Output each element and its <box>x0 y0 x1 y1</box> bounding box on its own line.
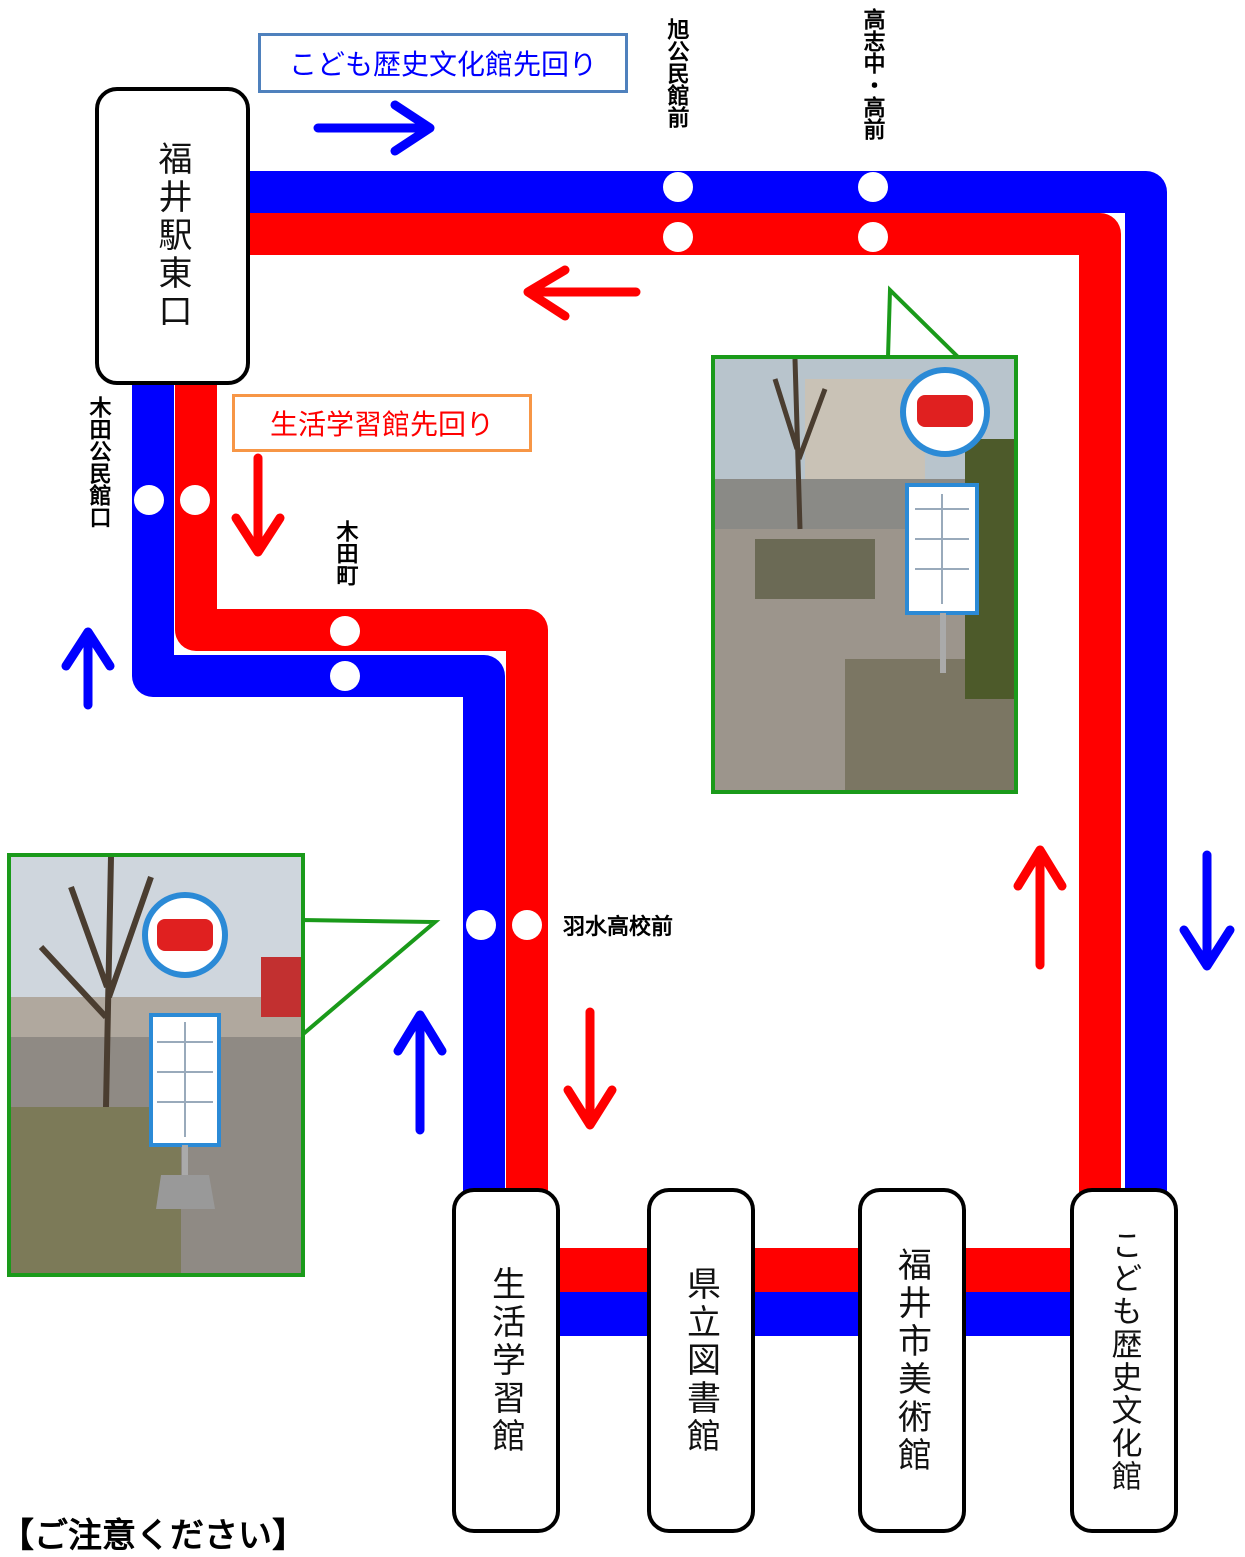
arrow-down-red-icon <box>563 1007 617 1130</box>
terminal-library-label: 県立図書館 <box>680 1265 721 1456</box>
terminal-museum-label: 福井市美術館 <box>891 1246 932 1475</box>
terminal-seikatsu-label: 生活学習館 <box>485 1265 526 1456</box>
stop-dot-hanyu-red <box>512 910 542 940</box>
legend-blue-route: こども歴史文化館先回り <box>258 33 628 93</box>
stop-dot-takashi-blue <box>858 172 888 202</box>
arrow-down-red-icon <box>231 453 285 557</box>
arrow-up-blue-icon <box>393 1010 447 1135</box>
terminal-library[interactable]: 県立図書館 <box>647 1188 755 1533</box>
bus-stop-photo-takashi <box>711 355 1018 794</box>
stop-label-takashi: 高志中・高前 <box>859 8 885 140</box>
legend-red-route-label: 生活学習館先回り <box>269 408 494 441</box>
arrow-up-blue-icon <box>61 627 115 710</box>
arrow-up-red-icon <box>1013 845 1067 970</box>
stop-dot-asahi-blue <box>663 172 693 202</box>
bus-stop-photo-hanyu <box>7 853 305 1277</box>
stop-label-kida-machi: 木田町 <box>332 520 358 586</box>
blue-route-line <box>132 171 1167 1336</box>
stop-dot-asahi-red <box>663 222 693 252</box>
stop-label-asahi: 旭公民館前 <box>663 18 689 128</box>
bus-stop-photo-image <box>715 359 1014 790</box>
stop-dot-hanyu-blue <box>466 910 496 940</box>
stop-markers <box>134 172 888 940</box>
stop-label-kida-kominkan: 木田公民館口 <box>85 396 111 528</box>
notice-heading: 【ご注意ください】 <box>0 1516 306 1556</box>
terminal-seikatsu[interactable]: 生活学習館 <box>452 1188 560 1533</box>
stop-dot-kida-kominkan-blue <box>134 485 164 515</box>
callout-pointer-right <box>885 285 963 359</box>
arrow-right-blue-icon <box>313 100 435 156</box>
stop-label-hanyu: 羽水高校前 <box>563 915 674 940</box>
legend-blue-route-label: こども歴史文化館先回り <box>288 48 597 81</box>
arrow-left-red-icon <box>523 265 641 321</box>
stop-dot-kida-machi-red <box>330 616 360 646</box>
terminal-kodomo-label: こども歴史文化館 <box>1105 1228 1142 1493</box>
stop-dot-kida-kominkan-red <box>180 485 210 515</box>
legend-red-route: 生活学習館先回り <box>232 394 532 452</box>
terminal-fukui-station[interactable]: 福井駅東口 <box>95 87 250 385</box>
stop-dot-kida-machi-blue <box>330 661 360 691</box>
arrow-down-blue-icon <box>1179 850 1235 971</box>
terminal-fukui-station-label: 福井駅東口 <box>152 141 192 331</box>
terminal-museum[interactable]: 福井市美術館 <box>858 1188 966 1533</box>
direction-arrows <box>61 100 1235 1135</box>
bus-stop-photo-image <box>11 857 301 1273</box>
stop-dot-takashi-red <box>858 222 888 252</box>
terminal-kodomo[interactable]: こども歴史文化館 <box>1070 1188 1178 1533</box>
